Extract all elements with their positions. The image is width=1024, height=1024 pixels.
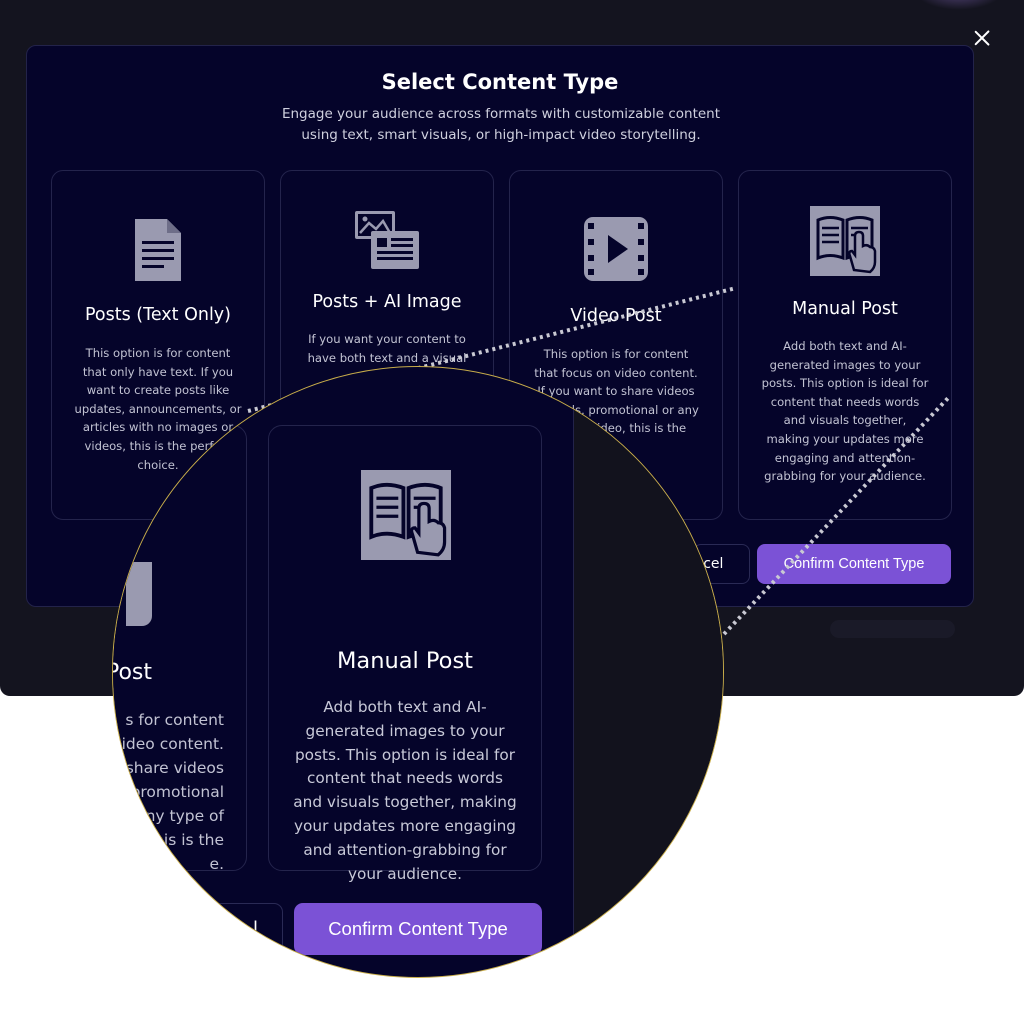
book-hand-icon xyxy=(361,470,451,560)
background-placeholder-bar xyxy=(830,620,955,638)
card-title: Video Post xyxy=(570,306,662,326)
card-title: Posts + AI Image xyxy=(312,292,462,312)
modal-subtitle: Engage your audience across formats with… xyxy=(281,106,721,143)
image-text-icon xyxy=(355,211,419,269)
top-glow xyxy=(914,0,1004,10)
book-hand-icon xyxy=(810,206,880,276)
modal-title: Select Content Type xyxy=(381,70,619,94)
card-title: Manual Post xyxy=(792,299,898,319)
magnified-card-video-post: Post s for content video content. share … xyxy=(113,425,247,873)
description-line: promotional xyxy=(130,783,224,801)
document-icon xyxy=(135,219,181,281)
card-description: Add both text and AI-generated images to… xyxy=(761,339,929,484)
magnified-card-description: Add both text and AI-generated images to… xyxy=(293,698,517,883)
description-line: s for content xyxy=(125,711,224,729)
magnifier-backdrop-region xyxy=(573,367,723,977)
card-manual-post[interactable]: Manual Post Add both text and AI-generat… xyxy=(738,170,952,520)
magnified-card-title: Manual Post xyxy=(337,648,473,674)
zoom-magnifier: Post s for content video content. share … xyxy=(112,366,724,978)
magnified-card-manual-post: Manual Post Add both text and AI-generat… xyxy=(268,425,542,883)
magnified-cancel-button: l xyxy=(153,903,283,955)
confirm-content-type-button[interactable]: Confirm Content Type xyxy=(757,544,951,584)
description-line: ny type of xyxy=(145,807,224,825)
magnified-card-title: Post xyxy=(113,660,152,685)
magnified-card-description: s for content video content. share video… xyxy=(112,708,224,876)
description-line: e. xyxy=(209,855,224,873)
card-title: Posts (Text Only) xyxy=(85,305,231,325)
description-line: this is the xyxy=(148,831,224,849)
magnified-confirm-button: Confirm Content Type xyxy=(294,903,542,955)
description-line: video content. xyxy=(112,735,224,753)
video-icon xyxy=(126,562,152,626)
video-icon xyxy=(584,217,648,281)
description-line: share videos xyxy=(125,759,224,777)
